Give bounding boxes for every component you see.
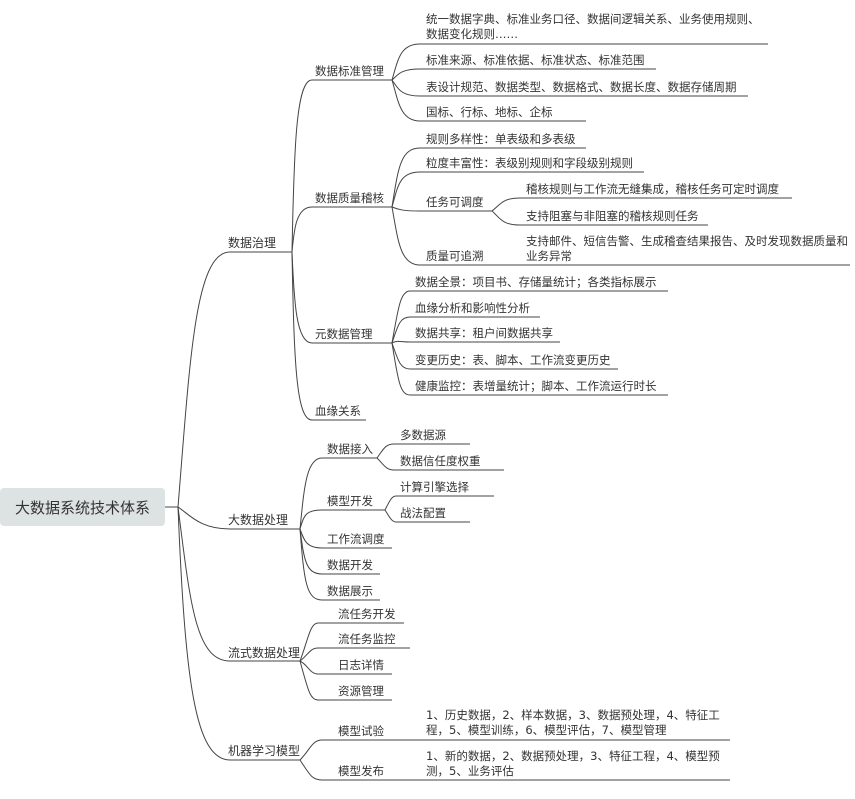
node-ingest[interactable]: 数据接入 [327, 442, 373, 456]
node-traceable[interactable]: 质量可追溯 [426, 249, 484, 263]
node-schedulable[interactable]: 任务可调度 [426, 195, 484, 209]
leaf-model-dev-2[interactable]: 战法配置 [400, 506, 446, 520]
leaf-stream-2[interactable]: 流任务监控 [338, 632, 396, 646]
leaf-quality-2[interactable]: 粒度丰富性：表级别规则和字段级别规则 [426, 156, 633, 170]
node-metadata[interactable]: 元数据管理 [315, 327, 373, 341]
leaf-ingest-1[interactable]: 多数据源 [400, 428, 446, 442]
leaf-standard-2[interactable]: 标准来源、标准依据、标准状态、标准范围 [426, 53, 645, 67]
node-streaming[interactable]: 流式数据处理 [228, 646, 301, 660]
node-workflow[interactable]: 工作流调度 [327, 532, 385, 546]
leaf-model-trial[interactable]: 1、历史数据，2、样本数据，3、数据预处理，4、特征工程，5、模型训练，6、模型… [426, 708, 720, 737]
edge-streaming [177, 506, 300, 662]
edge-processing [177, 506, 300, 530]
leaf-stream-3[interactable]: 日志详情 [338, 658, 384, 672]
leaf-traceable-1[interactable]: 支持邮件、短信告警、生成稽查结果报告、及时发现数据质量和业务异常 [526, 234, 848, 263]
leaf-standard-3[interactable]: 表设计规范、数据类型、数据格式、数据长度、数据存储周期 [426, 80, 737, 94]
leaf-metadata-5[interactable]: 健康监控：表增量统计；脚本、工作流运行时长 [415, 379, 657, 393]
node-standard[interactable]: 数据标准管理 [315, 64, 384, 78]
leaf-metadata-2[interactable]: 血缘分析和影响性分析 [415, 301, 530, 315]
leaf-ingest-2[interactable]: 数据信任度权重 [400, 454, 481, 468]
node-data-dev[interactable]: 数据开发 [327, 558, 373, 572]
leaf-model-dev-1[interactable]: 计算引擎选择 [400, 480, 469, 494]
leaf-standard-1[interactable]: 统一数据字典、标准业务口径、数据间逻辑关系、业务使用规则、数据变化规则…… [426, 12, 760, 41]
node-model-trial[interactable]: 模型试验 [338, 724, 384, 738]
node-display[interactable]: 数据展示 [327, 584, 373, 598]
node-processing[interactable]: 大数据处理 [228, 513, 289, 527]
leaf-model-release[interactable]: 1、新的数据，2、数据预处理，3、特征工程，4、模型预测，5、业务评估 [426, 749, 720, 778]
leaf-quality-1[interactable]: 规则多样性：单表级和多表级 [426, 132, 576, 146]
leaf-stream-4[interactable]: 资源管理 [338, 684, 384, 698]
node-lineage[interactable]: 血缘关系 [315, 404, 361, 418]
leaf-metadata-4[interactable]: 变更历史：表、脚本、工作流变更历史 [415, 353, 611, 367]
root-node[interactable]: 大数据系统技术体系 [0, 488, 165, 526]
node-quality[interactable]: 数据质量稽核 [315, 191, 384, 205]
node-model-release[interactable]: 模型发布 [338, 764, 384, 778]
leaf-metadata-1[interactable]: 数据全景：项目书、存储量统计；各类指标展示 [415, 275, 657, 289]
edge-governance [177, 251, 292, 508]
node-model-dev[interactable]: 模型开发 [327, 494, 373, 508]
leaf-standard-4[interactable]: 国标、行标、地标、企标 [426, 105, 553, 119]
leaf-schedulable-2[interactable]: 支持阻塞与非阻塞的稽核规则任务 [526, 209, 699, 223]
leaf-metadata-3[interactable]: 数据共享：租户间数据共享 [415, 326, 553, 340]
node-governance[interactable]: 数据治理 [228, 236, 277, 250]
edge-ml [177, 506, 300, 761]
leaf-schedulable-1[interactable]: 稽核规则与工作流无缝集成，稽核任务可定时调度 [526, 182, 779, 196]
leaf-stream-1[interactable]: 流任务开发 [338, 607, 396, 621]
node-ml[interactable]: 机器学习模型 [228, 744, 301, 758]
